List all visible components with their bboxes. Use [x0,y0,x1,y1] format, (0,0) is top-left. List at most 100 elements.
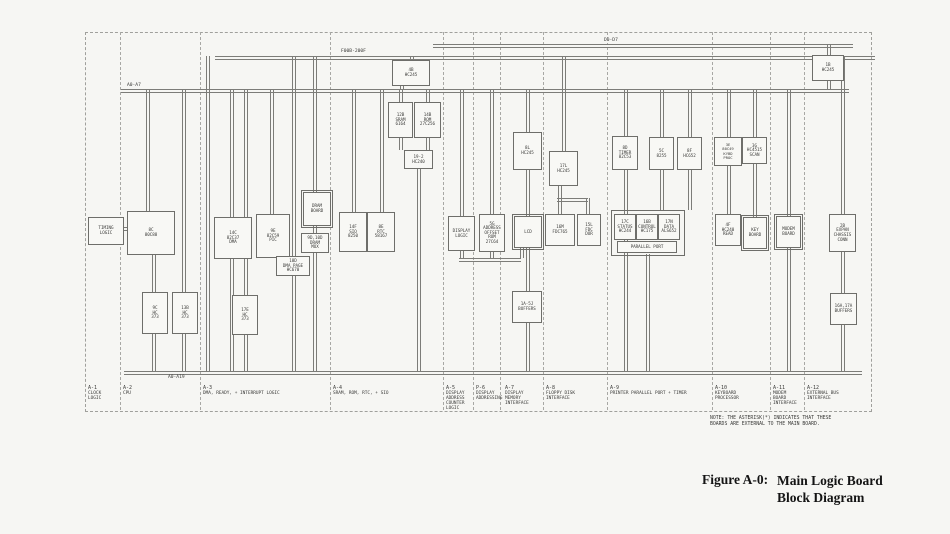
block-dma-page-hc670: 18D DMA PAGE HC670 [276,256,310,276]
trace [660,168,664,210]
trace [727,164,731,214]
trace [526,246,530,291]
block-pic-82c59: 9E 82C59 PIC [256,214,290,258]
block-keyboard-scan: 3G HC4515 SCAN [742,137,767,164]
block-display-logic: DISPLAY LOGIC [448,216,475,251]
trace [292,274,296,371]
figure-label: Figure A-0: [702,472,769,487]
asterisk-note: NOTE: THE ASTERISK(*) INDICATES THAT THE… [710,416,832,427]
block-buffer-hc245: 8L HC245 [513,132,542,170]
trace [586,198,590,214]
block-rom-27c256: 14B ROM 27C256 [414,102,441,138]
section-divider [543,32,544,410]
trace [526,321,530,371]
trace [206,56,210,371]
trace [558,184,562,214]
trace [624,89,628,136]
trace [841,56,845,214]
section-divider [443,32,444,410]
trace [426,136,430,150]
block-pport-control: 16B CONTROL HC175 [636,214,658,240]
block-parallel-port-group [611,210,685,256]
block-address-offset-rom: 5G ADDRESS OFFSET ROM 27C64 [479,214,505,252]
trace [292,56,296,256]
section-divider [770,32,771,410]
trace [727,89,731,137]
trace [460,249,464,258]
block-buffer-hc652: 8F HC652 [677,137,702,170]
block-parallel-port-label: PARALLEL PORT [617,241,677,253]
trace [526,168,530,216]
block-key-board: KEY BOARD [741,215,769,251]
block-lcd: LCD [512,214,544,250]
trace [660,89,664,137]
trace [688,168,692,210]
block-pport-status: 17C STATUS HC244 [614,214,636,240]
trace [426,89,430,102]
block-keyboard-processor: 3E 80C49 KYBD PROC [714,137,742,166]
trace [230,89,234,217]
block-dram-mux: 9D,10D DRAM MUX [301,233,329,253]
figure-caption: Figure A-0: Main Logic Board Block Diagr… [702,472,883,505]
trace [352,89,356,212]
trace [787,89,791,216]
trace [520,246,524,258]
block-buffer-hc240: 19-2 HC240 [404,150,433,169]
trace [152,253,156,292]
trace [841,323,845,371]
block-external-buffers: 16A,17A BUFFERS [830,293,857,325]
trace [827,44,831,55]
trace [313,251,317,371]
block-cpu-80c88: 8C 80C88 [127,211,175,255]
trace [688,89,692,137]
bus-label-a0-a19: A0-A19 [167,375,186,380]
block-timing-logic: TIMING LOGIC [88,217,124,245]
block-expansion-chassis-conn: 2B EXPAN CHASSIS CONN [829,214,856,252]
block-pport-data: 17N DATA ALS652 [658,214,680,240]
trace [400,84,404,89]
section-divider [200,32,201,410]
section-divider [804,32,805,410]
data-bus-trace [433,44,853,48]
trace [244,89,248,295]
block-buffer-hc245: 4B HC245 [392,60,430,86]
trace [399,136,403,150]
block-display-buffers: 1A-5J BUFFERS [512,291,542,323]
trace [417,167,421,371]
block-dma-82c37: 14C 82C37 DMA [214,217,252,259]
block-modem-board: MODEM BOARD [774,214,803,250]
trace [753,89,757,137]
trace [526,89,530,132]
trace [182,89,186,292]
trace [490,250,494,258]
trace [146,89,150,211]
trace [313,56,317,192]
trace [557,198,588,202]
trace [460,89,464,216]
trace [753,162,757,217]
trace [841,250,845,293]
block-latch-hc373: 9C HC 373 [142,292,168,334]
trace [410,56,414,60]
diagram-frame [85,32,872,412]
trace [787,246,791,371]
trace [120,227,129,231]
address-bus-trace [124,371,862,375]
trace [380,89,384,212]
block-rtc-58167: 8E RTC 58167 [367,212,395,252]
section-divider [607,32,608,410]
block-fdc-dor: 15L FDC DOR [577,214,601,246]
block-buffer-hc245: 1B HC245 [812,55,844,81]
trace [646,254,650,371]
block-keyboard-read: 4F HC240 READ [715,214,741,246]
